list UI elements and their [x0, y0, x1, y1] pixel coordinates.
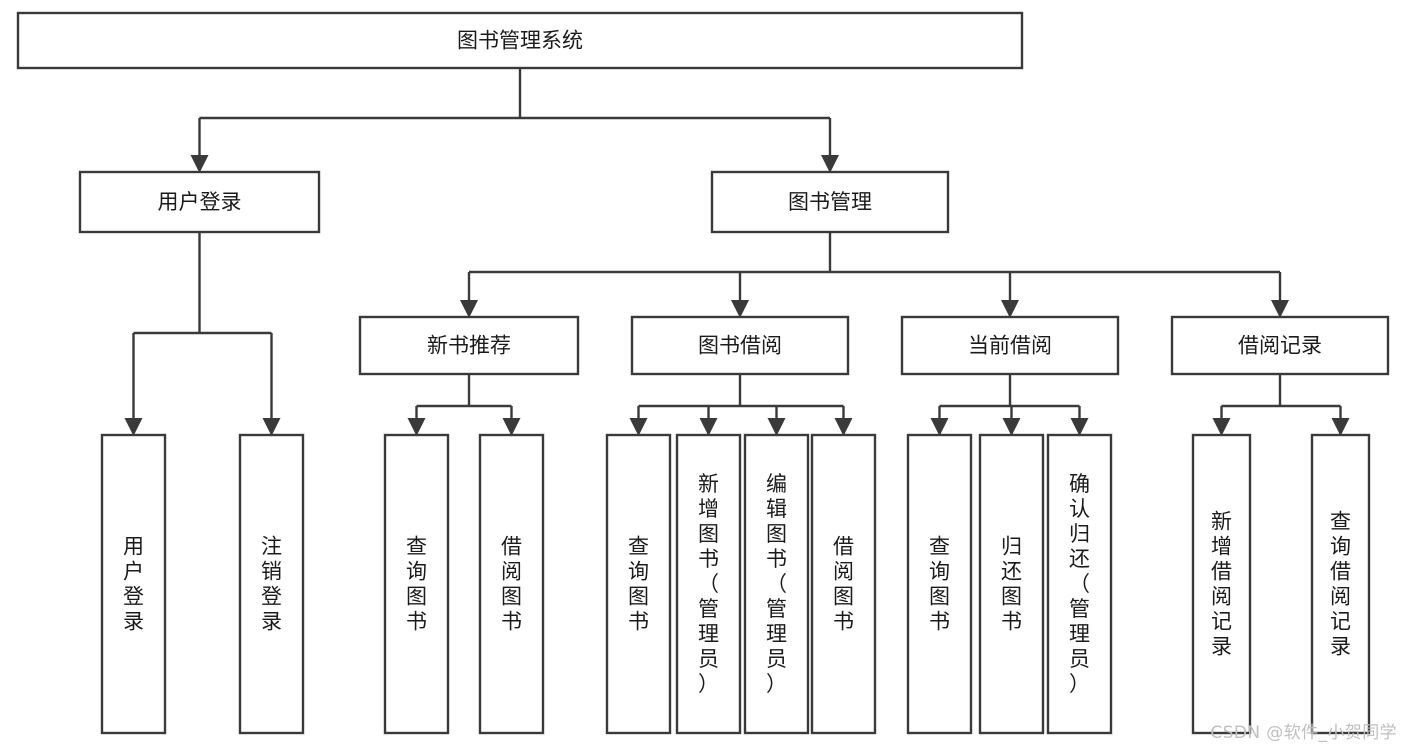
node-label: 图书管理系统: [457, 29, 583, 53]
node-box: [16, 11, 1024, 70]
node-label: 编辑图书（管理员）: [766, 472, 787, 696]
node-box: [478, 433, 545, 735]
node-level3-book-borrow[interactable]: 图书借阅: [630, 315, 850, 376]
node-box: [900, 315, 1120, 376]
node-box: [358, 315, 580, 376]
connector-group-borrow-record: [1212, 374, 1350, 436]
node-level2-book-manage[interactable]: 图书管理: [710, 170, 950, 234]
node-box: [383, 433, 450, 735]
arrow-head-icon: [124, 418, 143, 436]
node-leaf-leaf-borrow-book-1[interactable]: 借阅图书: [478, 433, 545, 735]
node-box: [1170, 315, 1390, 376]
arrow-head-icon: [262, 418, 281, 436]
node-label: 注销登录: [261, 535, 282, 634]
arrow-head-icon: [1212, 418, 1231, 436]
node-label: 查询图书: [628, 535, 649, 634]
arrow-head-icon: [767, 418, 786, 436]
node-layer: 图书管理系统用户登录图书管理新书推荐图书借阅当前借阅借阅记录用户登录注销登录查询…: [16, 11, 1390, 735]
node-leaf-leaf-query-book-1[interactable]: 查询图书: [383, 433, 450, 735]
node-label: 新增图书（管理员）: [698, 472, 719, 696]
connector-group-book-manage: [460, 232, 1289, 318]
arrow-head-icon: [930, 418, 949, 436]
node-label: 查询图书: [406, 535, 427, 634]
arrow-head-icon: [1001, 300, 1019, 318]
node-leaf-leaf-query-book-3[interactable]: 查询图书: [906, 433, 973, 735]
node-leaf-leaf-borrow-book-2[interactable]: 借阅图书: [810, 433, 877, 735]
node-label: 图书管理: [788, 190, 872, 214]
arrow-head-icon: [821, 155, 839, 173]
node-box: [710, 170, 950, 234]
connector-group-new-book-rec: [407, 374, 521, 436]
node-box: [906, 433, 973, 735]
arrow-head-icon: [460, 300, 478, 318]
node-leaf-leaf-add-record[interactable]: 新增借阅记录: [1191, 433, 1252, 735]
arrow-head-icon: [1271, 300, 1289, 318]
node-label: 归还图书: [1001, 535, 1022, 634]
node-label: 借阅图书: [833, 535, 854, 634]
connector-layer: [124, 68, 1350, 436]
connector-group-current-borrow: [930, 374, 1089, 436]
node-leaf-leaf-edit-book[interactable]: 编辑图书（管理员）: [743, 433, 810, 735]
arrow-head-icon: [1002, 418, 1021, 436]
node-box: [605, 433, 672, 735]
node-root[interactable]: 图书管理系统: [16, 11, 1024, 70]
node-box: [78, 170, 321, 234]
arrow-head-icon: [1070, 418, 1089, 436]
node-box: [1310, 433, 1371, 735]
node-label: 用户登录: [158, 190, 242, 214]
node-label: 新增借阅记录: [1211, 510, 1232, 659]
node-box: [743, 433, 810, 735]
node-leaf-leaf-confirm-return[interactable]: 确认归还（管理员）: [1046, 433, 1113, 735]
node-label: 新书推荐: [427, 334, 511, 358]
node-label: 借阅记录: [1238, 334, 1322, 358]
arrow-head-icon: [699, 418, 718, 436]
arrow-head-icon: [190, 155, 209, 173]
node-box: [1191, 433, 1252, 735]
node-box: [630, 315, 850, 376]
node-leaf-leaf-add-book[interactable]: 新增图书（管理员）: [675, 433, 742, 735]
node-label: 图书借阅: [698, 334, 782, 358]
connector-group-root: [190, 68, 839, 173]
node-box: [1046, 433, 1113, 735]
node-box: [100, 433, 167, 735]
arrow-head-icon: [834, 418, 853, 436]
node-level2-user-login[interactable]: 用户登录: [78, 170, 321, 234]
node-leaf-leaf-user-login[interactable]: 用户登录: [100, 433, 167, 735]
arrow-head-icon: [629, 418, 648, 436]
node-leaf-leaf-query-record[interactable]: 查询借阅记录: [1310, 433, 1371, 735]
node-leaf-leaf-user-logout[interactable]: 注销登录: [238, 433, 305, 735]
arrow-head-icon: [731, 300, 749, 318]
node-box: [978, 433, 1045, 735]
node-label: 当前借阅: [968, 334, 1052, 358]
connector-group-book-borrow: [629, 374, 853, 436]
node-box: [675, 433, 742, 735]
node-level3-borrow-record[interactable]: 借阅记录: [1170, 315, 1390, 376]
node-label: 确认归还（管理员）: [1069, 472, 1090, 696]
node-label: 查询借阅记录: [1330, 510, 1351, 659]
node-label: 查询图书: [929, 535, 950, 634]
node-leaf-leaf-return-book[interactable]: 归还图书: [978, 433, 1045, 735]
arrow-head-icon: [1331, 418, 1350, 436]
connector-group-user-login: [124, 232, 281, 436]
arrow-head-icon: [407, 418, 426, 436]
node-box: [238, 433, 305, 735]
node-level3-current-borrow[interactable]: 当前借阅: [900, 315, 1120, 376]
node-leaf-leaf-query-book-2[interactable]: 查询图书: [605, 433, 672, 735]
node-level3-new-book-rec[interactable]: 新书推荐: [358, 315, 580, 376]
node-label: 借阅图书: [501, 535, 522, 634]
arrow-head-icon: [502, 418, 521, 436]
node-label: 用户登录: [123, 535, 144, 634]
node-box: [810, 433, 877, 735]
